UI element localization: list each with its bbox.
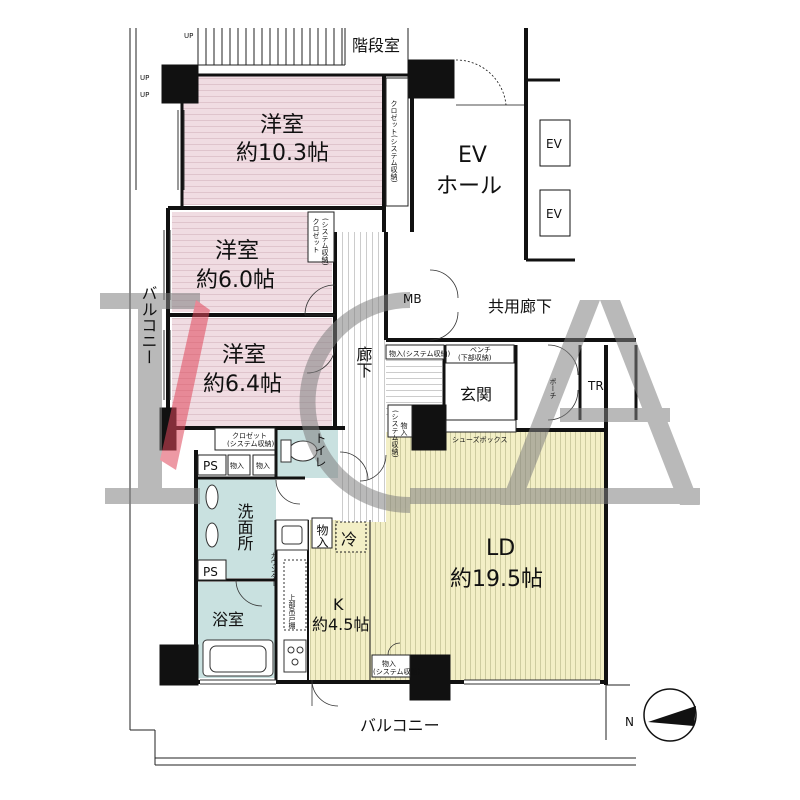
kitchen-name: K	[333, 595, 344, 614]
closets	[197, 77, 517, 678]
compass-north-label: N	[625, 715, 634, 729]
watermark	[100, 292, 700, 513]
ld-name: LD	[486, 536, 515, 561]
monoire-washroom-1: 物入	[230, 461, 244, 470]
ev-hall-label-2: ホール	[436, 174, 502, 199]
counter-label: カウンター	[270, 552, 278, 587]
shoebox-label: シューズボックス	[452, 435, 507, 444]
corridor-label: 廊下	[354, 346, 373, 378]
upper-cabinet-label: 上部吊戸棚	[288, 593, 296, 630]
tr-label: TR	[587, 379, 604, 393]
monoire-system-label: 物入(システム収納)	[389, 349, 451, 358]
ev-2-label: EV	[546, 207, 563, 221]
closet-2-label-b: クロゼット	[312, 218, 320, 253]
bath-label: 浴室	[212, 610, 244, 629]
monoire-lower-b: (システム収納)	[373, 667, 421, 676]
western-room-2-name: 洋室	[215, 239, 259, 264]
western-room-2-size: 約6.0帖	[196, 268, 275, 293]
monoire-washroom-2: 物入	[256, 461, 270, 470]
toilet-label: トイレ	[313, 432, 327, 468]
ld-floor	[370, 432, 606, 680]
entrance-label: 玄関	[460, 385, 492, 404]
western-room-3-name: 洋室	[222, 343, 266, 368]
ps-2-label: PS	[203, 565, 218, 579]
up-label-1: UP	[184, 32, 193, 40]
balcony-west-label: バルコニー	[139, 285, 158, 365]
closet-1-label: クロゼット(システム収納)	[390, 100, 398, 183]
western-room-1-floor	[182, 75, 382, 205]
fridge-label: 冷	[341, 530, 357, 549]
monoire-kitchen-label: 物入	[315, 524, 329, 548]
ps-1-label: PS	[203, 459, 218, 473]
ev-1-label: EV	[546, 137, 563, 151]
western-room-1-size: 約10.3帖	[236, 141, 329, 166]
western-room-3-size: 約6.4帖	[203, 372, 282, 397]
common-corridor-label: 共用廊下	[488, 297, 552, 316]
monoire-vertical-b: (システム収納)	[391, 410, 399, 458]
washroom-label: 洗面所	[235, 503, 254, 551]
ev-hall-walls	[455, 28, 575, 262]
monoire-lower-a: 物入	[382, 659, 396, 668]
bench-sub-label: (下部収納)	[458, 353, 492, 362]
balcony-outline	[129, 28, 636, 766]
mb-label: MB	[403, 292, 422, 306]
closet-3-label-a: クロゼット	[232, 431, 267, 440]
monoire-vertical-a: 物入	[400, 421, 408, 436]
closet-2-label-a: (システム収納)	[321, 218, 329, 266]
stairs	[197, 28, 409, 66]
up-label-3: UP	[140, 74, 149, 82]
western-room-1-name: 洋室	[260, 113, 304, 138]
up-label-2: UP	[140, 91, 149, 99]
bench-label: ベンチ	[470, 346, 491, 354]
ld-size: 約19.5帖	[450, 567, 543, 592]
kitchen-size: 約4.5帖	[312, 615, 369, 634]
stairs-label: 階段室	[352, 36, 400, 55]
windows	[163, 110, 600, 685]
closet-3-label-b: (システム収納)	[227, 439, 275, 448]
compass-icon: N	[625, 688, 697, 742]
balcony-south-label: バルコニー	[360, 716, 440, 735]
porch-label: ポーチ	[549, 378, 557, 399]
ev-hall-label-1: EV	[458, 143, 487, 168]
